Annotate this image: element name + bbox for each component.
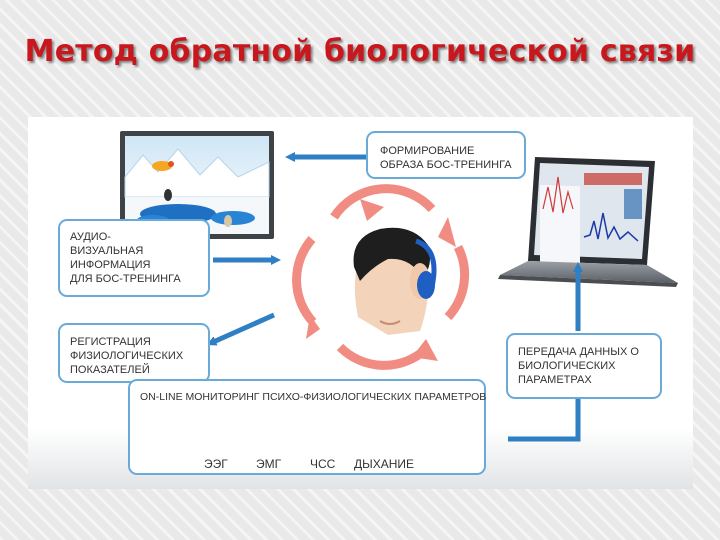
user-head bbox=[353, 227, 437, 335]
monitoring-title: ON-LINE МОНИТОРИНГ ПСИХО-ФИЗИОЛОГИЧЕСКИХ… bbox=[140, 391, 487, 403]
feedback-cycle bbox=[292, 184, 470, 370]
slide-title: Метод обратной биологической связи bbox=[24, 34, 696, 69]
breath-label: ДЫХАНИЕ bbox=[354, 457, 415, 471]
arrow-monitoring-to-transfer bbox=[508, 384, 583, 442]
eeg-label: ЭЭГ bbox=[204, 457, 228, 471]
diagram-panel: ФОРМИРОВАНИЕ ОБРАЗА БОС-ТРЕНИНГА АУДИО- … bbox=[28, 117, 693, 489]
arrow-head-to-registration bbox=[206, 312, 276, 346]
monitoring-box: ON-LINE МОНИТОРИНГ ПСИХО-ФИЗИОЛОГИЧЕСКИХ… bbox=[128, 379, 486, 475]
cycle-arrowheads bbox=[306, 199, 456, 361]
laptop bbox=[498, 157, 678, 287]
transfer-text: ПЕРЕДАЧА ДАННЫХ О БИОЛОГИЧЕСКИХ ПАРАМЕТР… bbox=[518, 346, 639, 386]
registration-box: РЕГИСТРАЦИЯ ФИЗИОЛОГИЧЕСКИХ ПОКАЗАТЕЛЕЙ bbox=[58, 323, 210, 383]
formation-text: ФОРМИРОВАНИЕ ОБРАЗА БОС-ТРЕНИНГА bbox=[380, 145, 512, 171]
emg-label: ЭМГ bbox=[256, 457, 282, 471]
formation-box: ФОРМИРОВАНИЕ ОБРАЗА БОС-ТРЕНИНГА bbox=[366, 131, 526, 179]
hr-label: ЧСС bbox=[310, 457, 336, 471]
audio-visual-box: АУДИО- ВИЗУАЛЬНАЯ ИНФОРМАЦИЯ ДЛЯ БОС-ТРЕ… bbox=[58, 219, 210, 297]
audio-visual-text: АУДИО- ВИЗУАЛЬНАЯ ИНФОРМАЦИЯ ДЛЯ БОС-ТРЕ… bbox=[70, 231, 181, 285]
transfer-box: ПЕРЕДАЧА ДАННЫХ О БИОЛОГИЧЕСКИХ ПАРАМЕТР… bbox=[506, 333, 662, 399]
registration-text: РЕГИСТРАЦИЯ ФИЗИОЛОГИЧЕСКИХ ПОКАЗАТЕЛЕЙ bbox=[70, 336, 184, 376]
